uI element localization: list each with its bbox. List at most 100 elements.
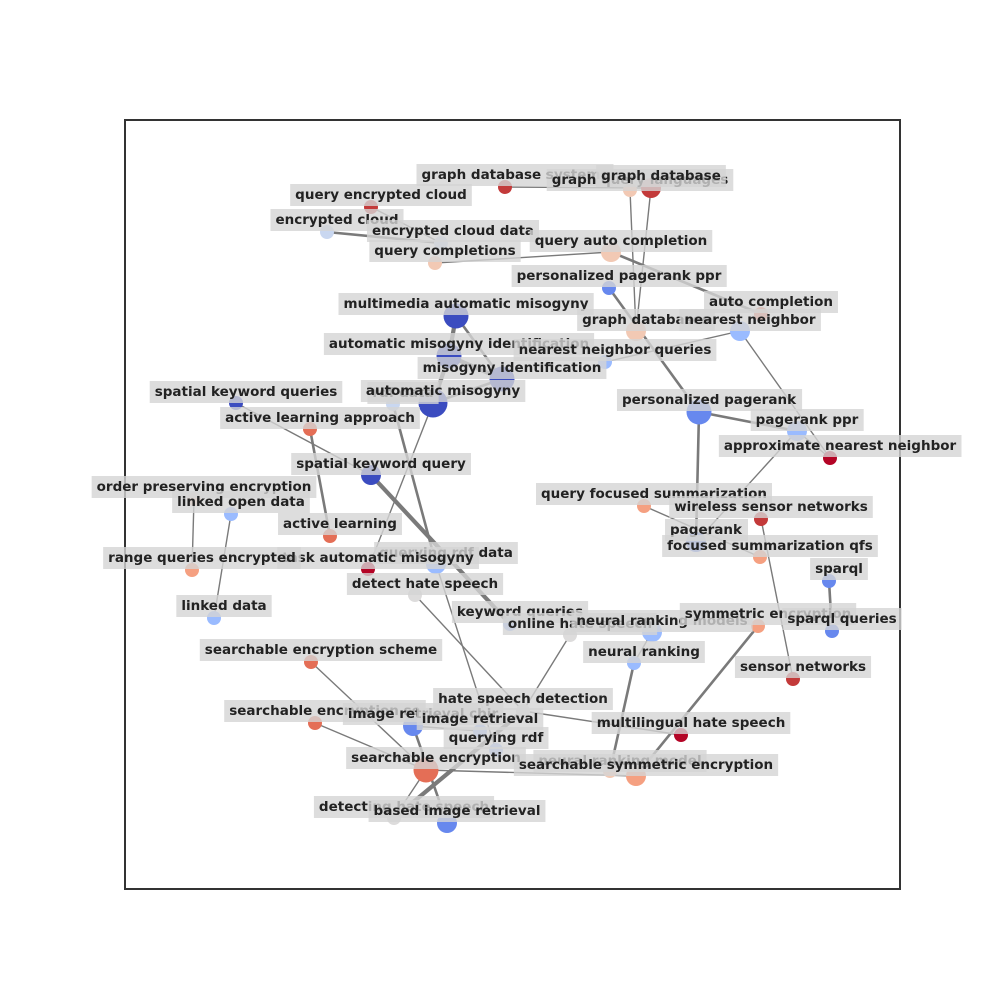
node-label-graph-database: graph database: [601, 168, 721, 184]
label-graph-database: graph database: [596, 165, 726, 187]
label-detect-hate-speech: detect hate speech: [346, 573, 504, 595]
label-box-misogyny-identification: [417, 357, 607, 379]
node-label-query-encrypted-cloud: query encrypted cloud: [295, 187, 467, 203]
node-label-automatic-misogyny: automatic misogyny: [366, 383, 520, 399]
label-image-retrieval: image retrieval: [416, 708, 544, 730]
node-label-pagerank-ppr: pagerank ppr: [756, 412, 859, 428]
node-label-linked-open-data: linked open data: [177, 494, 305, 510]
edge-automatic-misogyny--task-automatic-misogyny: [367, 402, 434, 570]
label-box-searchable-encryption-scheme: [199, 639, 443, 661]
node-label-neural-ranking: neural ranking: [588, 644, 700, 660]
label-nearest-neighbor-queries: nearest neighbor queries: [513, 339, 717, 361]
label-personalized-pagerank-ppr: personalized pagerank ppr: [511, 265, 727, 287]
label-box-personalized-pagerank: [616, 389, 803, 411]
edge-graph-database--graph-databases: [635, 187, 652, 332]
node-label-querying-rdf: querying rdf: [449, 730, 544, 746]
label-linked-open-data: linked open data: [172, 491, 310, 513]
label-sparql: sparql: [810, 558, 868, 580]
label-box-query-completions: [369, 240, 521, 262]
label-box-automatic-misogyny: [360, 380, 526, 402]
node-label-spatial-keyword-query: spatial keyword query: [296, 456, 466, 472]
node-label-active-learning: active learning: [283, 516, 397, 532]
node-label-searchable-symmetric-encryption: searchable symmetric encryption: [519, 757, 773, 773]
node-label-sensor-networks: sensor networks: [740, 659, 866, 675]
label-spatial-keyword-query: spatial keyword query: [291, 453, 471, 475]
label-box-querying-rdf: [443, 727, 549, 749]
label-auto-completion: auto completion: [704, 291, 838, 313]
plot-frame: [124, 119, 901, 890]
node-label-searchable-encryption-scheme: searchable encryption scheme: [205, 642, 437, 658]
label-active-learning-approach: active learning approach: [220, 407, 420, 429]
label-box-auto-completion: [704, 291, 838, 313]
label-misogyny-identification: misogyny identification: [417, 357, 607, 379]
label-range-queries-encrypted: range queries encrypted: [103, 547, 301, 569]
label-box-multimedia-automatic-misogyny: [338, 293, 594, 315]
node-label-linked-data: linked data: [181, 598, 266, 614]
node-label-active-learning-approach: active learning approach: [225, 410, 415, 426]
node-label-nearest-neighbor-queries: nearest neighbor queries: [519, 342, 712, 358]
label-wireless-sensor-networks: wireless sensor networks: [669, 496, 873, 518]
node-label-image-retrieval: image retrieval: [422, 711, 539, 727]
label-pagerank-ppr: pagerank ppr: [750, 409, 864, 431]
node-label-nearest-neighbor: nearest neighbor: [684, 312, 815, 328]
node-label-personalized-pagerank-ppr: personalized pagerank ppr: [517, 268, 722, 284]
label-box-detect-hate-speech: [346, 573, 504, 595]
label-box-linked-open-data: [172, 491, 310, 513]
node-label-focused-summarization-qfs: focused summarization qfs: [667, 538, 873, 554]
label-box-searchable-symmetric-encryption: [513, 754, 779, 776]
node-label-sparql: sparql: [815, 561, 863, 577]
label-box-wireless-sensor-networks: [669, 496, 873, 518]
node-label-graph-databases: graph databases: [582, 312, 710, 328]
label-box-nearest-neighbor-queries: [513, 339, 717, 361]
node-label-encrypted-cloud-data: encrypted cloud data: [372, 223, 534, 239]
node-label-detect-hate-speech: detect hate speech: [352, 576, 498, 592]
label-box-sensor-networks: [734, 656, 872, 678]
label-box-neural-ranking: [583, 641, 705, 663]
label-box-personalized-pagerank-ppr: [511, 265, 727, 287]
label-query-auto-completion: query auto completion: [529, 230, 713, 252]
node-label-range-queries-encrypted: range queries encrypted: [108, 550, 296, 566]
label-focused-summarization-qfs: focused summarization qfs: [662, 535, 878, 557]
label-box-spatial-keyword-query: [291, 453, 471, 475]
node-label-query-auto-completion: query auto completion: [535, 233, 708, 249]
node-label-spatial-keyword-queries: spatial keyword queries: [155, 384, 338, 400]
label-box-image-retrieval: [416, 708, 544, 730]
label-box-graph-database: [596, 165, 726, 187]
label-query-completions: query completions: [369, 240, 521, 262]
label-linked-data: linked data: [176, 595, 272, 617]
label-box-active-learning-approach: [220, 407, 420, 429]
label-approximate-nearest-neighbor: approximate nearest neighbor: [718, 435, 962, 457]
node-label-auto-completion: auto completion: [709, 294, 833, 310]
label-box-multilingual-hate-speech: [591, 712, 791, 734]
label-box-linked-data: [176, 595, 272, 617]
label-multimedia-automatic-misogyny: multimedia automatic misogyny: [338, 293, 594, 315]
label-automatic-misogyny: automatic misogyny: [360, 380, 526, 402]
label-nearest-neighbor: nearest neighbor: [679, 309, 821, 331]
label-searchable-encryption: searchable encryption: [346, 747, 526, 769]
label-sparql-queries: sparql queries: [782, 608, 902, 630]
label-sensor-networks: sensor networks: [734, 656, 872, 678]
label-box-focused-summarization-qfs: [662, 535, 878, 557]
label-box-query-encrypted-cloud: [290, 184, 472, 206]
node-label-query-completions: query completions: [374, 243, 515, 259]
label-box-sparql-queries: [782, 608, 902, 630]
label-active-learning: active learning: [278, 513, 402, 535]
node-label-based-image-retrieval: based image retrieval: [374, 803, 541, 819]
node-label-multilingual-hate-speech: multilingual hate speech: [597, 715, 786, 731]
label-multilingual-hate-speech: multilingual hate speech: [591, 712, 791, 734]
label-box-task-automatic-misogyny: [277, 547, 479, 569]
label-box-encrypted-cloud-data: [366, 220, 540, 242]
label-task-automatic-misogyny: task automatic misogyny: [277, 547, 479, 569]
label-box-range-queries-encrypted: [103, 547, 301, 569]
label-based-image-retrieval: based image retrieval: [368, 800, 546, 822]
label-querying-rdf: querying rdf: [443, 727, 549, 749]
node-label-sparql-queries: sparql queries: [787, 611, 896, 627]
label-box-nearest-neighbor: [679, 309, 821, 331]
node-label-searchable-encryption: searchable encryption: [351, 750, 521, 766]
node-label-misogyny-identification: misogyny identification: [423, 360, 602, 376]
label-box-spatial-keyword-queries: [149, 381, 343, 403]
label-box-query-auto-completion: [529, 230, 713, 252]
label-box-sparql: [810, 558, 868, 580]
node-label-task-automatic-misogyny: task automatic misogyny: [282, 550, 474, 566]
